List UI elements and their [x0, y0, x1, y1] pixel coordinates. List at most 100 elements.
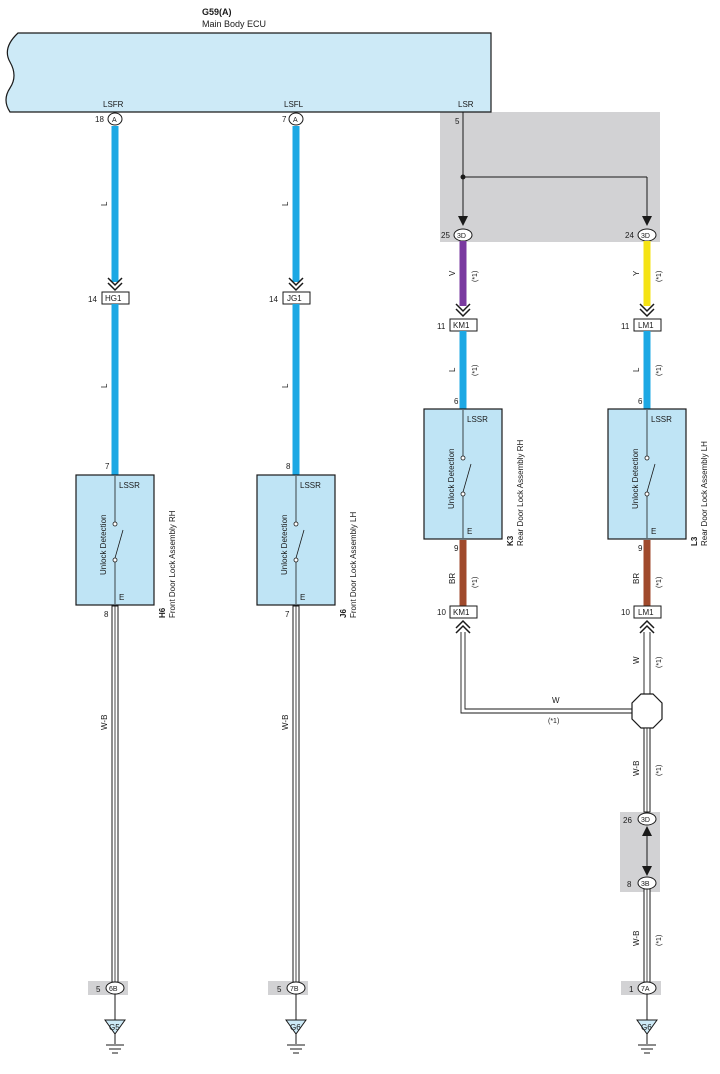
wire-color-br-1: BR [448, 573, 457, 584]
connector-3d-24-label: 3D [641, 233, 650, 240]
h6-pin-lssr: LSSR [119, 481, 140, 490]
wire-color-l-1: L [100, 201, 109, 206]
connector-lm1-bottom-label: LM1 [638, 608, 654, 617]
wire-color-l-2: L [100, 383, 109, 388]
wire-color-wb-4: W-B [632, 931, 641, 946]
pin-9-l3: 9 [638, 544, 643, 553]
l3-pin-e: E [651, 527, 656, 536]
h6-pin-e: E [119, 593, 124, 602]
j6-switch-label: Unlock Detection [280, 515, 289, 575]
note-w-2: (*1) [656, 657, 663, 668]
chevron-lm1-bottom [639, 619, 655, 634]
connector-3b-label: 3B [641, 881, 650, 888]
h6-switch-contact-top [112, 521, 118, 527]
connector-3d-26 [637, 812, 657, 826]
connector-jg1-label: JG1 [287, 294, 302, 303]
j6-switch-contact-bottom [293, 557, 299, 563]
chevron-lm1-top [639, 303, 655, 318]
note-y: (*1) [656, 271, 663, 282]
wire-color-l-3: L [281, 201, 290, 206]
connector-6b-label: 6B [109, 986, 118, 993]
ground-g6-a-label: G6 [290, 1023, 301, 1032]
connector-hg1-label: HG1 [105, 294, 122, 303]
pin-5-ecu: 5 [455, 117, 460, 126]
pin-6-k3: 6 [454, 397, 459, 406]
k3-switch-contact-top [460, 455, 466, 461]
l3-switch-label: Unlock Detection [631, 449, 640, 509]
pin-9-k3: 9 [454, 544, 459, 553]
pin-10-lm1: 10 [621, 608, 630, 617]
pin-1-7a: 1 [629, 985, 634, 994]
pin-14-hg1: 14 [88, 295, 97, 304]
connector-3d-25-label: 3D [457, 233, 466, 240]
wire-color-y: Y [632, 270, 641, 276]
pin-5-6b: 5 [96, 985, 101, 994]
wire-wb-3b-to-7a [643, 888, 651, 983]
ecu-pin-lsfr: LSFR [103, 100, 124, 109]
ecu-connector-a-lh-label: A [293, 117, 298, 124]
wire-wb-splice-to-3d [643, 727, 651, 813]
pin-7-j6: 7 [285, 610, 290, 619]
h6-switch-lever [114, 529, 124, 559]
connector-km1-bottom [449, 605, 478, 619]
k3-pin-lssr: LSSR [467, 415, 488, 424]
wire-color-wb-3: W-B [632, 761, 641, 776]
ecu-connector-a-rh-label: A [112, 117, 117, 124]
l3-pin-lssr: LSSR [651, 415, 672, 424]
pin-6-l3: 6 [638, 397, 643, 406]
j6-switch-contact-top [293, 521, 299, 527]
note-v: (*1) [472, 271, 479, 282]
splice-octagon [631, 693, 663, 729]
note-br-k3: (*1) [472, 577, 479, 588]
arrow-down-3b [642, 866, 652, 876]
note-w-1: (*1) [548, 718, 559, 725]
earth-g5-icon [106, 1044, 124, 1054]
note-wb-1: (*1) [656, 765, 663, 776]
note-br-l3: (*1) [656, 577, 663, 588]
wire-wb-h6 [111, 605, 119, 983]
wire-color-w-2: W [632, 656, 641, 664]
wire-color-br-2: BR [632, 573, 641, 584]
ground-g5-label: G5 [109, 1023, 120, 1032]
earth-g6-b-icon [638, 1044, 656, 1054]
pin-10-km1: 10 [437, 608, 446, 617]
k3-switch-contact-bottom [460, 491, 466, 497]
ecu-pin-lsr: LSR [458, 100, 474, 109]
pin-7-ecu: 7 [282, 115, 287, 124]
ecu-name: Main Body ECU [202, 19, 266, 29]
pin-7-h6: 7 [105, 462, 110, 471]
k3-code: K3 [506, 535, 515, 546]
pin-11-lm1: 11 [621, 322, 630, 331]
j6-switch-lever [295, 529, 305, 559]
pin-14-jg1: 14 [269, 295, 278, 304]
connector-km1-top-label: KM1 [453, 321, 470, 330]
k3-pin-e: E [467, 527, 472, 536]
wire-wb-j6 [292, 605, 300, 983]
pin-8-h6: 8 [104, 610, 109, 619]
ecu-box [5, 32, 492, 113]
wire-color-v: V [448, 270, 457, 276]
wire-color-wb-2: W-B [281, 715, 290, 730]
ecu-code: G59(A) [202, 7, 232, 17]
pin-25: 25 [441, 231, 450, 240]
j6-pin-lssr: LSSR [300, 481, 321, 490]
pin-24: 24 [625, 231, 634, 240]
ground-g6-b-label: G6 [641, 1023, 652, 1032]
l3-switch-contact-bottom [644, 491, 650, 497]
ecu-pin-lsfl: LSFL [284, 100, 304, 109]
l3-name: Rear Door Lock Assembly LH [700, 441, 709, 546]
wire-w-l3-to-splice [643, 632, 651, 694]
connector-7b-label: 7B [290, 986, 299, 993]
ecu-connector-a-lh [288, 112, 304, 126]
k3-switch-lever [462, 463, 472, 493]
h6-code: H6 [158, 607, 167, 618]
wire-w-k3-to-splice [460, 632, 636, 714]
j6-name: Front Door Lock Assembly LH [349, 512, 358, 618]
pin-26: 26 [623, 816, 632, 825]
arrow-3d-24 [642, 216, 652, 226]
l3-switch-contact-top [644, 455, 650, 461]
connector-lm1-bottom [633, 605, 662, 619]
pin-8-j6: 8 [286, 462, 291, 471]
l3-code: L3 [690, 536, 699, 546]
wire-color-w-1: W [552, 696, 560, 705]
